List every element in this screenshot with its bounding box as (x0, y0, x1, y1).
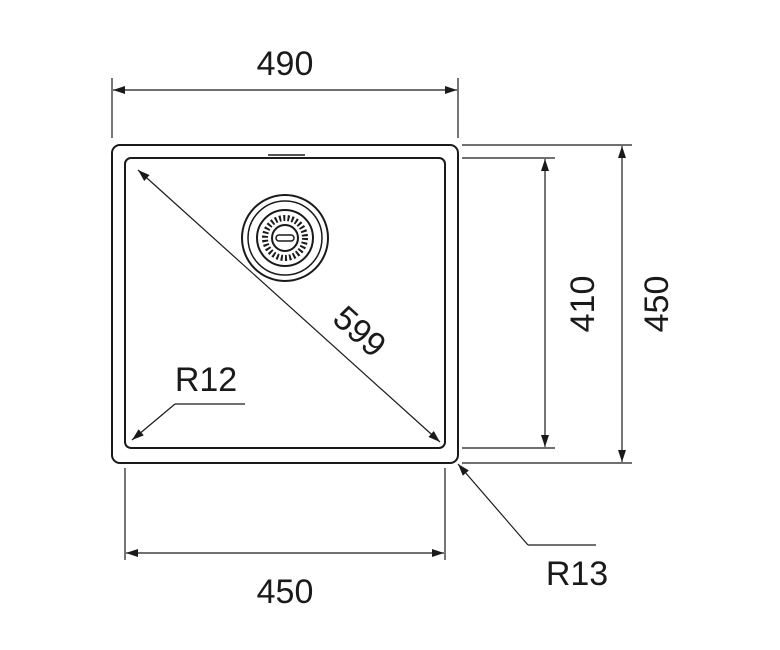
label-outer-height: 450 (638, 276, 676, 333)
label-diagonal: 599 (326, 299, 394, 365)
leader-inner-radius: R12 (131, 361, 245, 441)
dimension-outer-height: 450 (462, 144, 676, 464)
dimension-inner-height: 410 (462, 157, 602, 449)
sink-inner-bowl (124, 157, 446, 449)
label-outer-width: 490 (257, 45, 314, 83)
dimension-inner-width: 450 (124, 468, 446, 611)
label-inner-width: 450 (257, 573, 314, 611)
label-outer-radius: R13 (546, 555, 608, 593)
label-inner-height: 410 (564, 276, 602, 333)
label-inner-radius: R12 (175, 361, 237, 399)
leader-outer-radius: R13 (457, 463, 608, 593)
dimension-outer-width: 490 (111, 45, 459, 138)
drain-strainer-icon (241, 194, 329, 282)
sink-outer-rim (111, 144, 459, 464)
